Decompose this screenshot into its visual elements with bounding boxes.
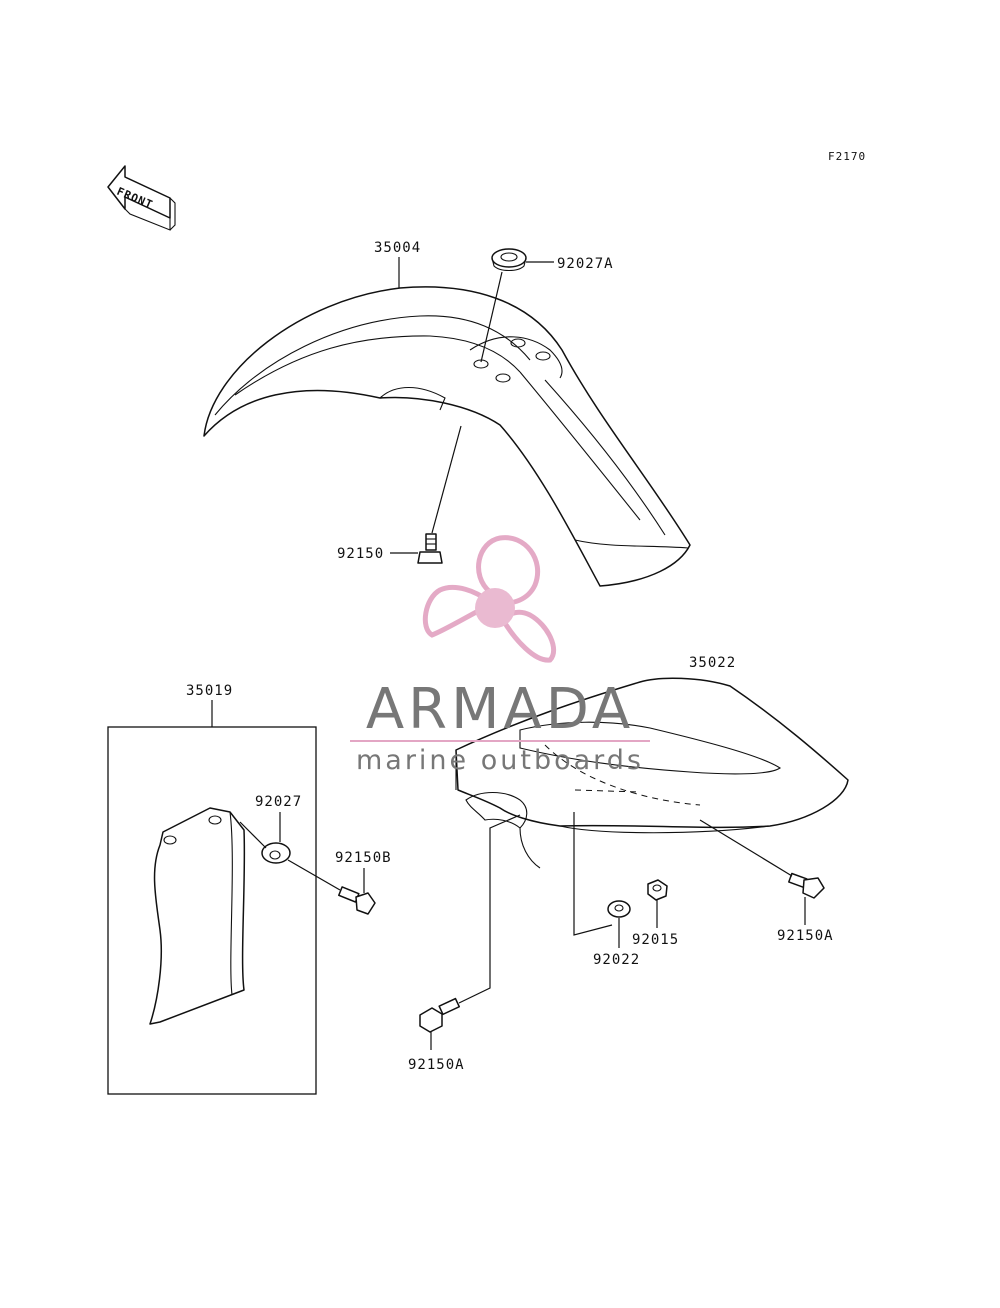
label-92150A-lower: 92150A (408, 1057, 465, 1073)
collar-icon[interactable] (607, 900, 631, 918)
washer-icon[interactable] (261, 842, 291, 864)
label-92015: 92015 (632, 932, 679, 948)
front-arrow-icon: FRONT (107, 165, 176, 231)
label-35019: 35019 (186, 683, 233, 699)
label-92027A: 92027A (557, 256, 614, 272)
label-92150A-right: 92150A (777, 928, 834, 944)
label-35004: 35004 (374, 240, 421, 256)
label-35022: 35022 (689, 655, 736, 671)
label-92022: 92022 (593, 952, 640, 968)
watermark-brand: ARMADA (366, 677, 634, 742)
front-fender[interactable] (203, 286, 691, 587)
label-92150: 92150 (337, 546, 384, 562)
bolt-icon[interactable] (338, 886, 376, 915)
figure-code: F2170 (828, 150, 866, 163)
label-92150B: 92150B (335, 850, 392, 866)
label-92027: 92027 (255, 794, 302, 810)
number-plate[interactable] (149, 807, 246, 1025)
rear-fender[interactable] (455, 677, 849, 869)
number-plate-frame (107, 726, 317, 1095)
bolt-icon[interactable] (788, 872, 825, 899)
grommet-icon[interactable] (491, 248, 527, 272)
bolt-icon[interactable] (419, 997, 461, 1033)
nut-icon[interactable] (647, 879, 668, 901)
watermark-tagline: marine outboards (356, 745, 644, 776)
bolt-icon[interactable] (417, 533, 443, 564)
armada-logo-icon (422, 535, 557, 663)
